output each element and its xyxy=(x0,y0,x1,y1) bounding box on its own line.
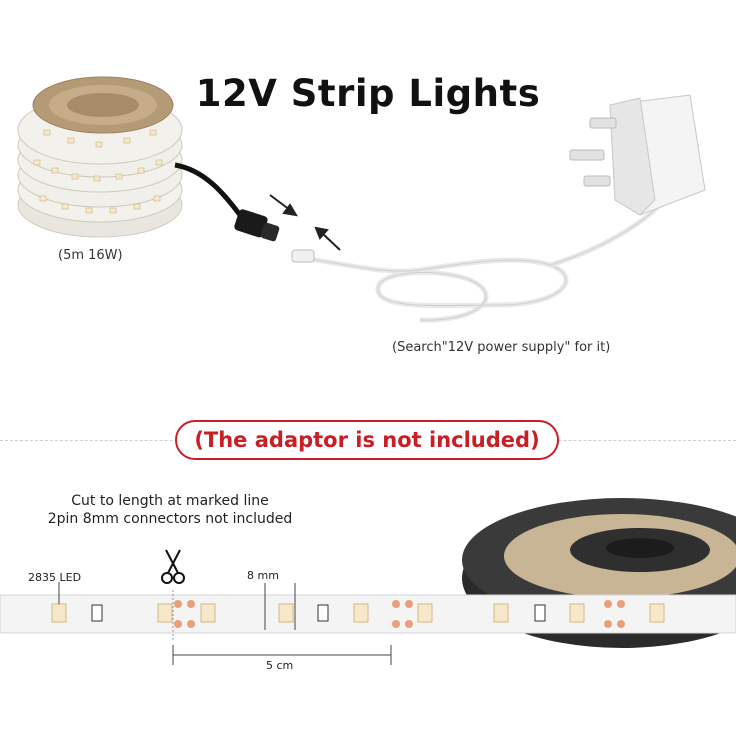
power-supply-caption: (Search"12V power supply" for it) xyxy=(392,340,611,355)
page-title: 12V Strip Lights xyxy=(195,72,541,115)
warning-badge: (The adaptor is not included) xyxy=(175,420,559,460)
cut-note-line-1: Cut to length at marked line xyxy=(71,493,269,509)
led-type-label: 2835 LED xyxy=(28,571,82,584)
cut-note-line-2: 2pin 8mm connectors not included xyxy=(47,511,293,527)
pad-width-label: 8 mm xyxy=(247,569,279,582)
power-adaptor-image xyxy=(291,94,706,323)
coiled-led-strip-image xyxy=(17,76,280,242)
strip-spec-caption: (5m 16W) xyxy=(58,248,123,263)
scissors-icon xyxy=(161,549,185,584)
warning-text: (The adaptor is not included) xyxy=(194,428,540,452)
cut-interval-label: 5 cm xyxy=(266,659,294,672)
connection-arrows xyxy=(269,194,341,251)
flat-led-strip xyxy=(0,582,736,665)
cut-note: Cut to length at marked line 2pin 8mm co… xyxy=(20,492,320,528)
